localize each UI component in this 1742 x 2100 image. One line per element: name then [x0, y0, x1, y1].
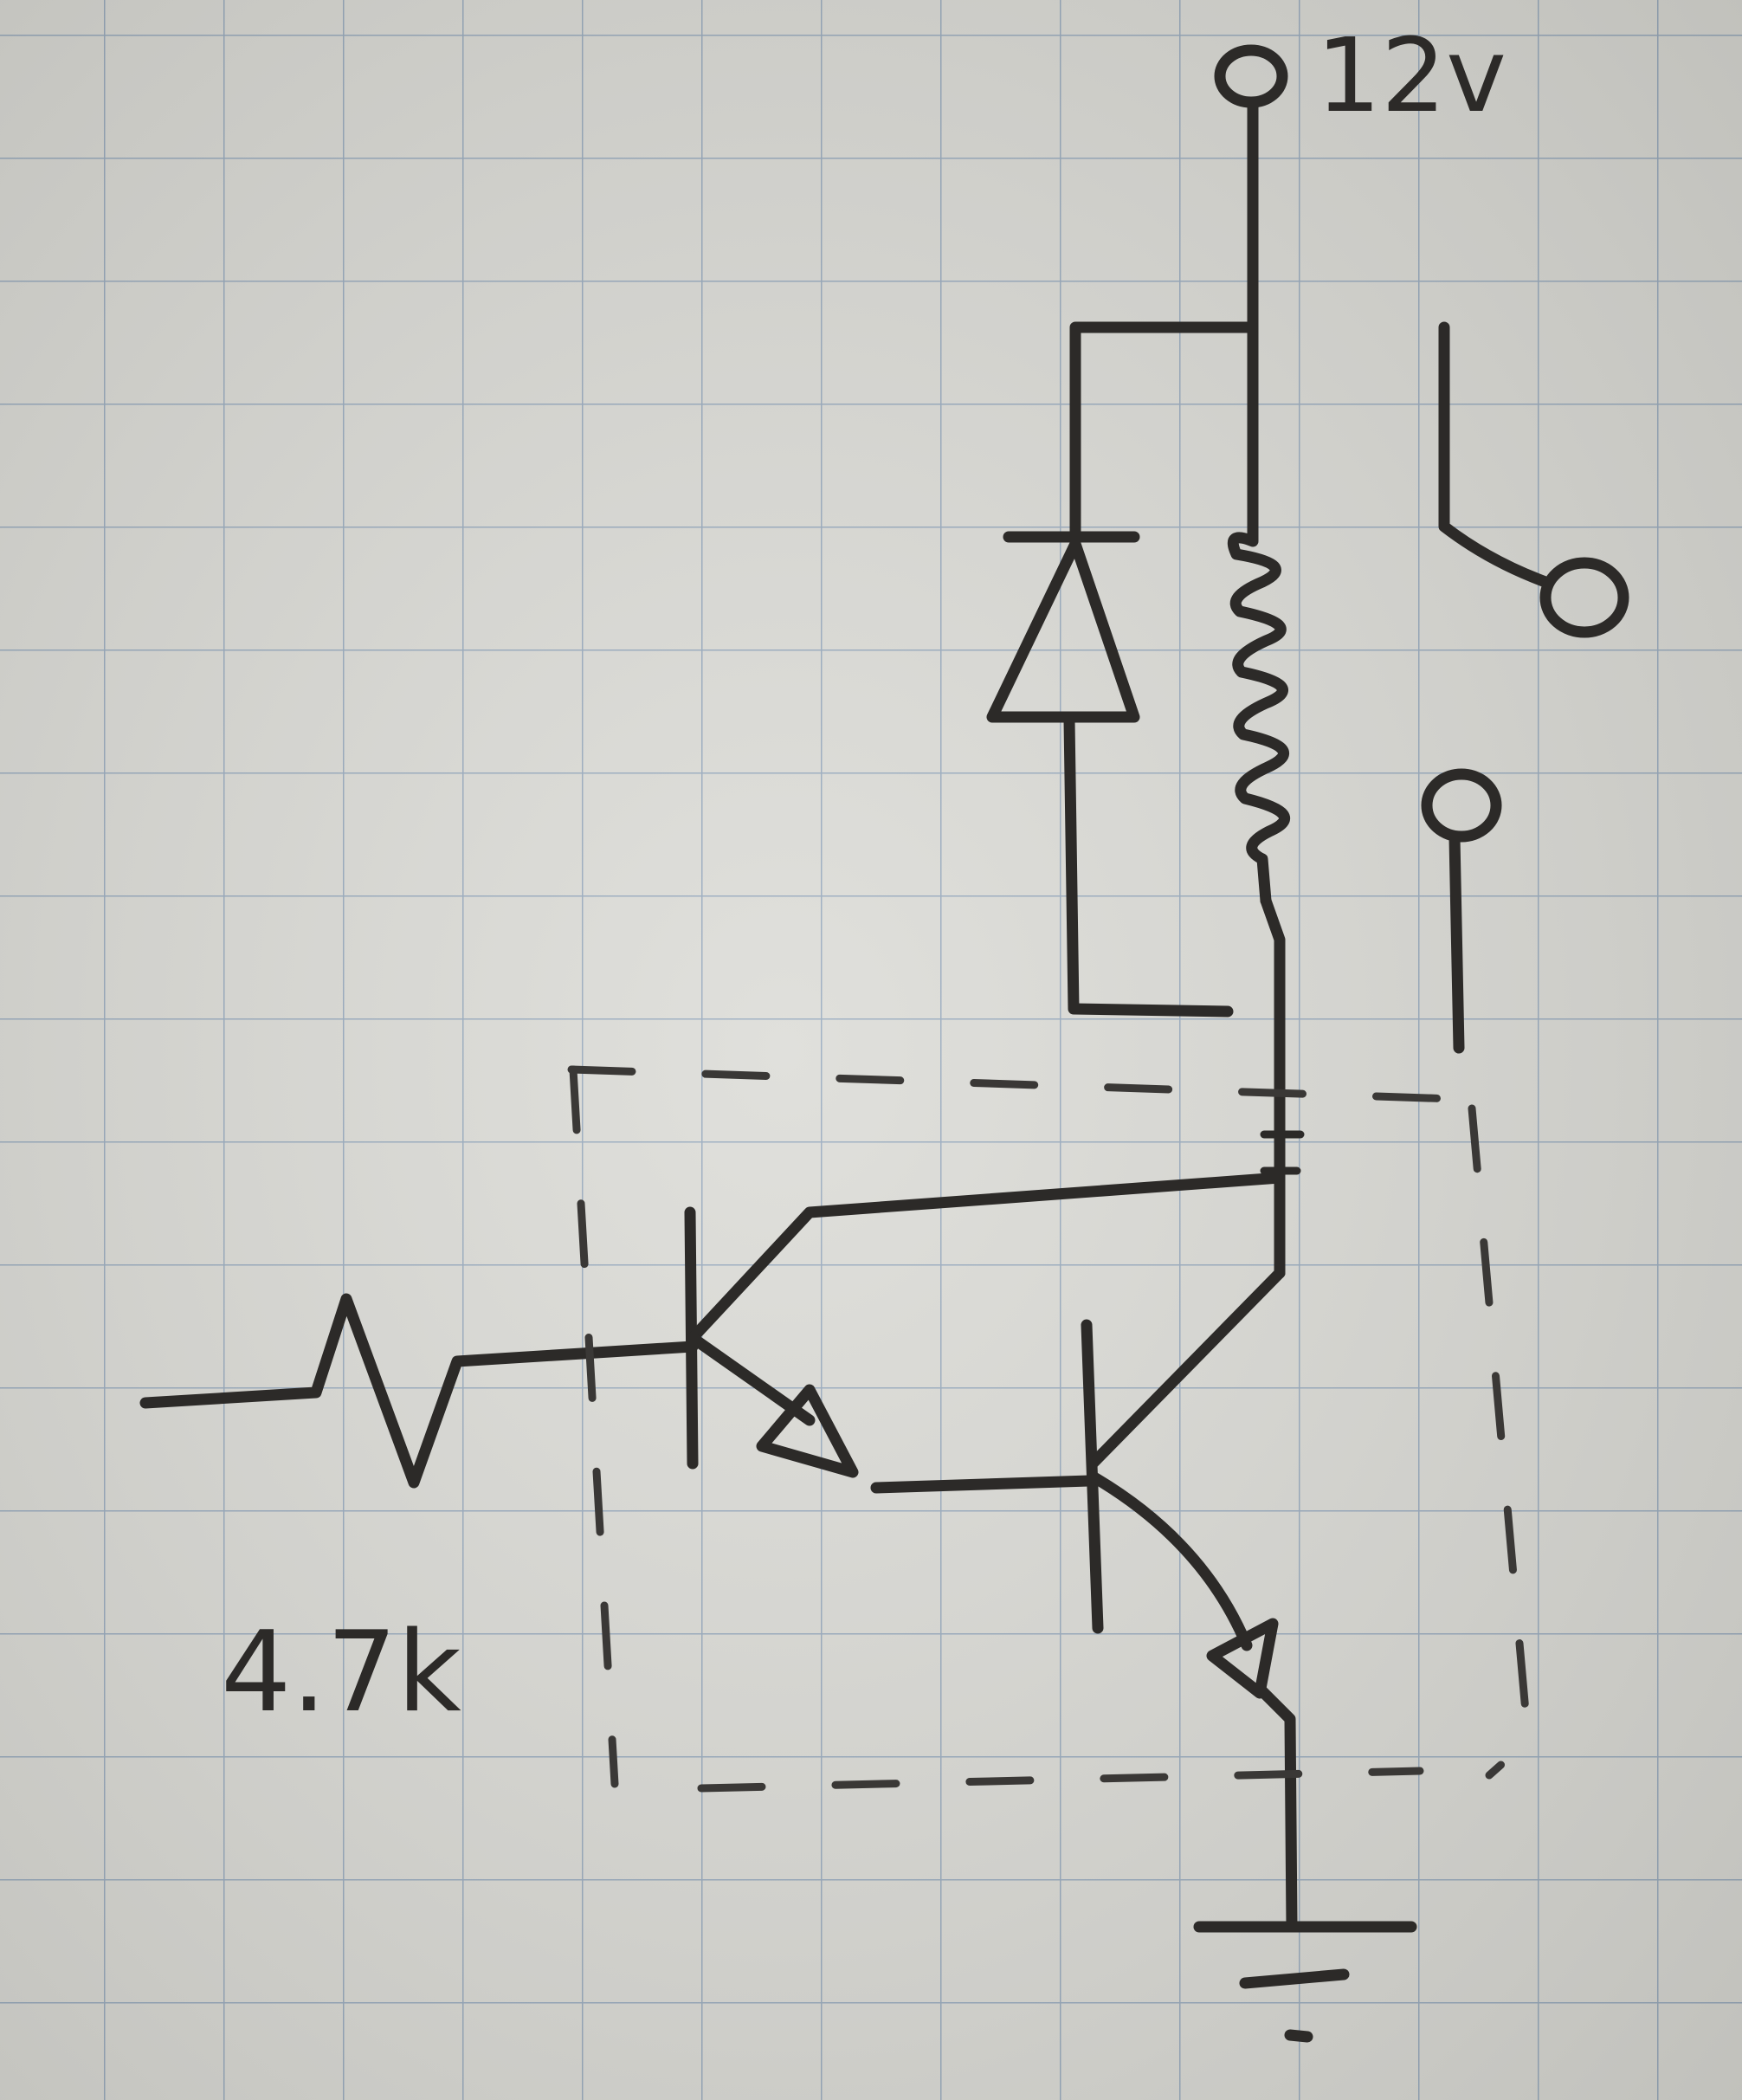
- base-link-wire: [870, 1475, 1095, 1494]
- transistor-q1: [684, 1172, 1286, 1478]
- supply-voltage-label: 12v: [1316, 16, 1507, 135]
- ground-symbol: [1193, 1921, 1417, 2043]
- base-resistor: [139, 1293, 699, 1489]
- transistor-q2: [1081, 1267, 1298, 1933]
- relay-coil: [1227, 301, 1290, 1279]
- resistor-value-label: 4.7k: [221, 1608, 461, 1737]
- flyback-diode: [986, 321, 1259, 1018]
- module-outline: [567, 1065, 1532, 1793]
- supply-terminal: [1214, 44, 1288, 313]
- relay-switch: [1421, 321, 1629, 1054]
